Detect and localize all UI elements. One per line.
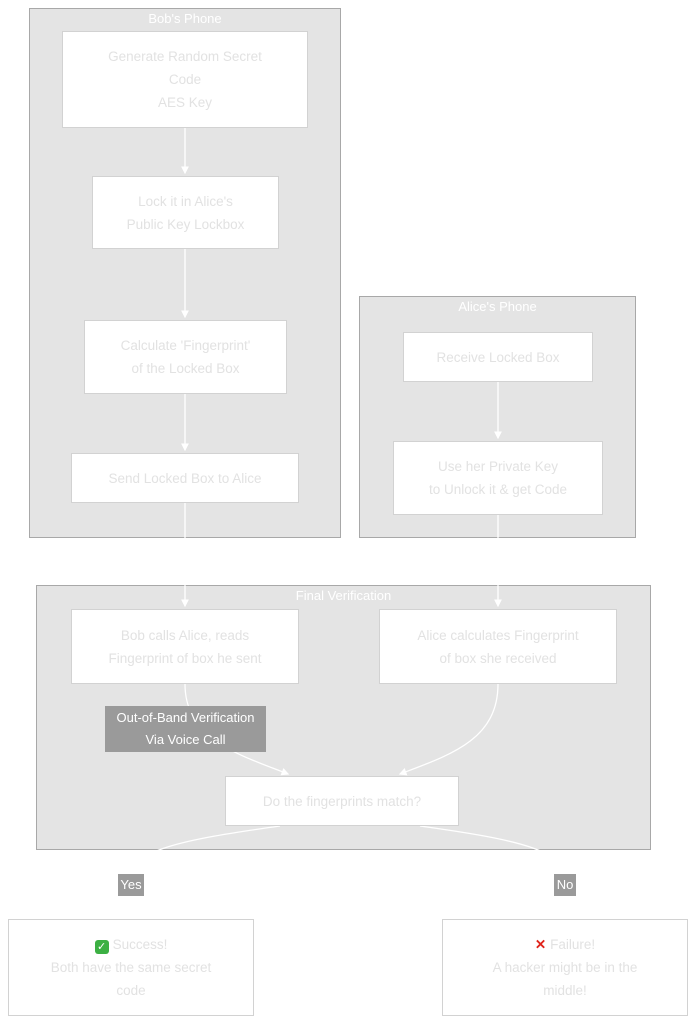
generate-code-node: Generate Random Secret Code AES Key — [62, 31, 308, 128]
success-node: ✓Success! Both have the same secret code — [8, 919, 254, 1016]
bob-calls-line-2: Fingerprint of box he sent — [108, 650, 262, 666]
success-line-1: Both have the same secret — [50, 960, 212, 975]
receive-label: Receive Locked Box — [436, 349, 560, 365]
fingerprint-line-2: of the Locked Box — [131, 361, 240, 376]
generate-code-line-3: AES Key — [157, 95, 213, 110]
check-mark-icon: ✓ — [94, 940, 109, 954]
oob-line-1: Out-of-Band Verification — [116, 710, 255, 725]
success-title: Success! — [112, 937, 168, 952]
unlock-line-1: Use her Private Key — [437, 459, 559, 474]
decision-label: Do the fingerprints match? — [262, 793, 422, 809]
alice-calc-node: Alice calculates Fingerprint of box she … — [379, 609, 617, 684]
alice-calc-line-1: Alice calculates Fingerprint — [417, 627, 579, 643]
edge-alicecalc-to-decision — [398, 683, 499, 776]
fingerprint-line-1: Calculate 'Fingerprint' — [120, 338, 251, 353]
success-heading: ✓Success! — [94, 933, 168, 956]
decision-node: Do the fingerprints match? — [225, 776, 459, 826]
generate-code-line-1: Generate Random Secret — [108, 49, 262, 64]
no-edge-label: No — [554, 874, 576, 896]
unlock-line-2: to Unlock it & get Code — [428, 482, 568, 497]
fingerprint-node: Calculate 'Fingerprint' of the Locked Bo… — [84, 320, 287, 394]
yes-edge-label: Yes — [118, 874, 144, 896]
lock-line-1: Lock it in Alice's — [138, 193, 233, 209]
bob-calls-node: Bob calls Alice, reads Fingerprint of bo… — [71, 609, 299, 684]
edge-decision-to-failure — [419, 825, 569, 918]
unlock-node: Use her Private Key to Unlock it & get C… — [393, 441, 603, 515]
send-node: Send Locked Box to Alice — [71, 453, 299, 503]
lock-node: Lock it in Alice's Public Key Lockbox — [92, 176, 279, 249]
bob-calls-line-1: Bob calls Alice, reads — [120, 627, 250, 643]
bob-phone-title: Bob's Phone — [148, 11, 222, 26]
receive-node: Receive Locked Box — [403, 332, 593, 382]
oob-verification-label: Out-of-Band Verification Via Voice Call — [105, 706, 266, 752]
alice-calc-line-2: of box she received — [439, 650, 557, 666]
edge-decision-to-success — [126, 825, 281, 918]
failure-node: ✕Failure! A hacker might be in the middl… — [442, 919, 688, 1016]
lock-line-2: Public Key Lockbox — [126, 216, 245, 232]
failure-title: Failure! — [550, 937, 596, 952]
oob-line-2: Via Voice Call — [145, 732, 226, 747]
generate-code-line-2: Code — [168, 72, 202, 87]
alice-phone-title: Alice's Phone — [458, 299, 537, 314]
send-label: Send Locked Box to Alice — [108, 470, 262, 486]
success-line-2: code — [116, 983, 146, 998]
verification-title: Final Verification — [295, 588, 392, 603]
cross-mark-icon: ✕ — [534, 937, 547, 952]
failure-heading: ✕Failure! — [535, 933, 595, 956]
failure-line-1: A hacker might be in the — [492, 960, 638, 975]
failure-line-2: middle! — [543, 983, 587, 998]
